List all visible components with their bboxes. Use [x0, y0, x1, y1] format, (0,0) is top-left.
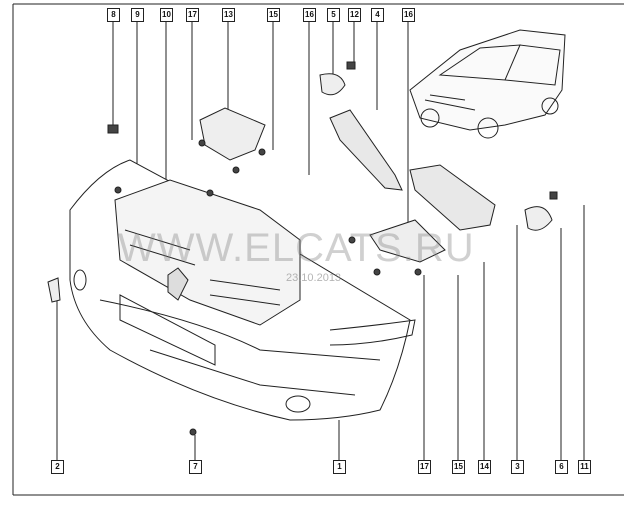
- watermark: WWW.ELCATS.RU: [118, 226, 475, 270]
- clips: [107, 61, 558, 436]
- callout-label: 14: [478, 460, 491, 474]
- watermark-date: 23.10.2013: [286, 272, 342, 284]
- callout-label: 4: [371, 8, 384, 22]
- callout-label: 16: [402, 8, 415, 22]
- callout-label: 3: [511, 460, 524, 474]
- callout-label: 13: [222, 8, 235, 22]
- callout-label: 17: [186, 8, 199, 22]
- grille-9: [114, 179, 301, 326]
- callout-label: 12: [348, 8, 361, 22]
- callout-label: 5: [327, 8, 340, 22]
- callout-label: 8: [107, 8, 120, 22]
- grille-4: [329, 109, 403, 191]
- callout-label: 7: [189, 460, 202, 474]
- callout-label: 2: [51, 460, 64, 474]
- callout-label: 15: [267, 8, 280, 22]
- bracket-14: [369, 219, 446, 263]
- callout-label: 17: [418, 460, 431, 474]
- callout-label: 11: [578, 460, 591, 474]
- bracket-13: [199, 107, 266, 161]
- car-illustration: [409, 29, 566, 139]
- callout-label: 15: [452, 460, 465, 474]
- bracket-5: [319, 73, 346, 96]
- callout-label: 1: [333, 460, 346, 474]
- frame: [12, 3, 624, 496]
- bracket-6: [524, 206, 553, 231]
- grille-3: [409, 164, 496, 231]
- callout-label: 10: [160, 8, 173, 22]
- callout-label: 9: [131, 8, 144, 22]
- bracket-2: [47, 277, 61, 303]
- leader-lines: [56, 22, 585, 460]
- callout-label: 6: [555, 460, 568, 474]
- callout-label: 16: [303, 8, 316, 22]
